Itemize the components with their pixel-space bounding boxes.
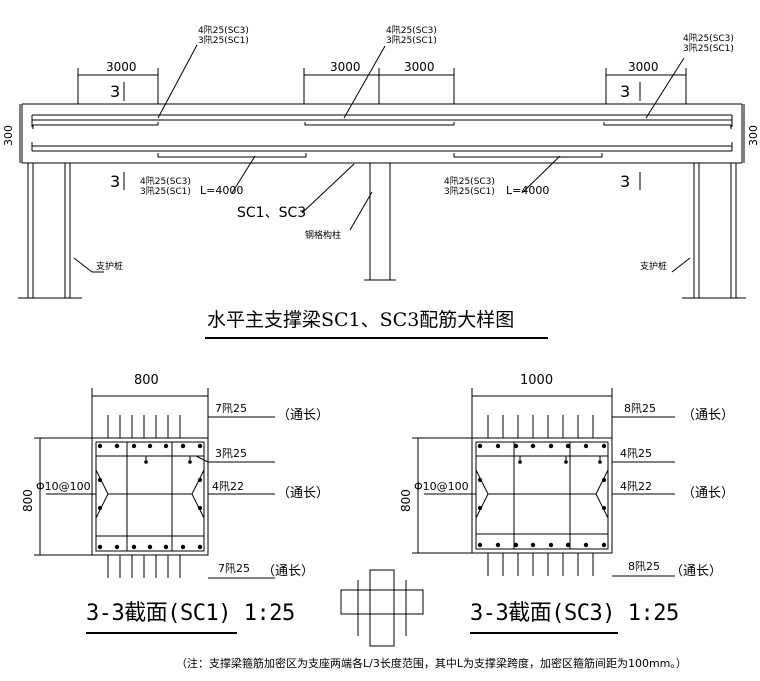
section-mark-top-left: 3 [110,82,121,101]
section-mark-bottom-left: 3 [110,172,121,191]
top-left-bar-label-sc1: 3阠25(SC1) [198,36,249,46]
beam-label: SC1、SC3 [237,205,307,221]
sc3-bottom-note: （通长） [670,564,723,579]
sc3-height: 800 [399,489,413,512]
sc3-top-note: （通长） [682,408,735,423]
support-pile-right-label: 支护桩 [640,262,668,272]
elevation-leaders [158,45,684,230]
section-mark-bottom-right: 3 [620,172,631,191]
elevation-dimensions [20,68,744,163]
sc1-section-title: 3-3截面(SC1) 1:25 [86,601,295,626]
elevation-beam [22,82,742,190]
section-sc3-drawing [412,388,675,576]
bottom-left-bar-length: L=4000 [200,184,244,197]
sc3-side-bars: 4阠22 [620,480,652,493]
sc1-bottom-bars: 7阠25 [218,562,250,575]
beam-depth-right: 300 [747,125,760,146]
dimension-left: 3000 [106,60,137,74]
top-left-bar-label-sc3: 4阠25(SC3) [198,26,249,36]
sc1-bottom-note: （通长） [262,564,315,579]
bottom-left-bar-label-sc1: 3阠25(SC1) [140,187,191,197]
dimension-mid-right: 3000 [404,60,435,74]
sc3-stirrups: Φ10@100 [414,480,469,493]
top-mid-bar-label-sc1: 3阠25(SC1) [386,36,437,46]
section-sc1-drawing [34,388,275,578]
joint-sketch [341,570,423,646]
sc1-width: 800 [134,373,159,388]
elevation-columns [18,163,746,298]
sc3-extra-bars: 4阠25 [620,447,652,460]
top-right-bar-label-sc1: 3阠25(SC1) [683,44,734,54]
sc1-height: 800 [21,489,35,512]
section-mark-top-right: 3 [620,82,631,101]
sc3-width: 1000 [520,373,554,388]
sc3-section-title: 3-3截面(SC3) 1:25 [470,601,679,626]
beam-depth-left: 300 [2,125,15,146]
sc1-top-note: （通长） [277,408,330,423]
bottom-right-bar-label-sc3: 4阠25(SC3) [444,177,495,187]
sc1-side-bars: 4阠22 [212,480,244,493]
sc1-side-note: （通长） [277,486,330,501]
sc3-top-bars: 8阠25 [624,402,656,415]
support-pile-left-label: 支护桩 [96,262,124,272]
top-right-bar-label-sc3: 4阠25(SC3) [683,34,734,44]
bottom-right-bar-length: L=4000 [506,184,550,197]
dimension-right: 3000 [628,60,659,74]
sc3-bottom-bars: 8阠25 [628,560,660,573]
sc3-side-note: （通长） [682,486,735,501]
top-mid-bar-label-sc3: 4阠25(SC3) [386,26,437,36]
steel-column-label: 钢格构柱 [305,231,342,241]
footnote: （注：支撑梁箍筋加密区为支座两端各L/3长度范围，其中L为支撑梁跨度，加密区箍筋… [176,657,687,670]
sc1-extra-bars: 3阠25 [215,447,247,460]
elevation-title: 水平主支撑梁SC1、SC3配筋大样图 [207,309,515,331]
sc1-top-bars: 7阠25 [215,402,247,415]
dimension-mid-left: 3000 [330,60,361,74]
sc1-stirrups: Φ10@100 [36,480,91,493]
bottom-right-bar-label-sc1: 3阠25(SC1) [444,187,495,197]
bottom-left-bar-label-sc3: 4阠25(SC3) [140,177,191,187]
